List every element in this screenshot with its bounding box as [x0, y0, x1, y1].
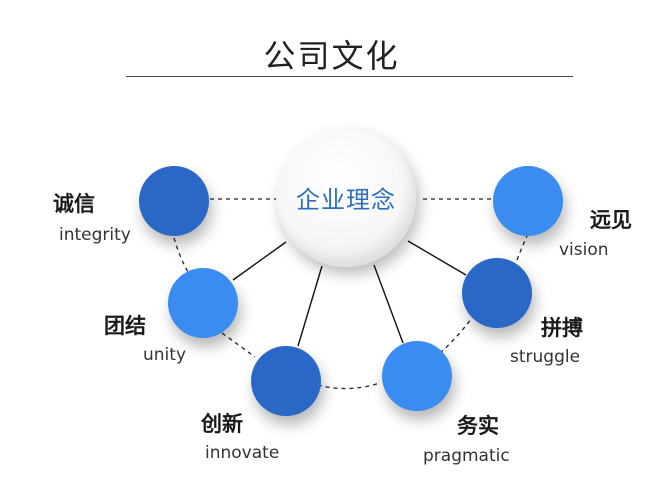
label-innovate-zh: 创新 — [201, 412, 243, 436]
label-integrity-en: integrity — [59, 225, 131, 245]
node-circle-integrity — [139, 166, 209, 236]
title-underline — [126, 76, 573, 77]
label-pragmatic-zh: 务实 — [457, 414, 499, 438]
center-label: 企业理念 — [296, 185, 396, 214]
label-pragmatic-en: pragmatic — [423, 446, 510, 466]
label-vision-zh: 远见 — [590, 208, 632, 232]
node-circle-struggle — [462, 258, 532, 328]
node-circle-vision — [493, 166, 563, 236]
node-circle-unity — [168, 268, 238, 338]
node-circle-innovate — [251, 346, 321, 416]
label-struggle-en: struggle — [510, 347, 581, 367]
label-unity-en: unity — [143, 345, 186, 365]
label-vision-en: vision — [559, 240, 609, 260]
label-unity-zh: 团结 — [104, 314, 146, 338]
page-title: 公司文化 — [263, 37, 400, 75]
node-circle-pragmatic — [382, 341, 452, 411]
label-integrity-zh: 诚信 — [53, 192, 95, 216]
label-struggle-zh: 拼搏 — [541, 316, 583, 340]
label-innovate-en: innovate — [205, 443, 280, 463]
center-circle: 企业理念 — [276, 127, 416, 267]
